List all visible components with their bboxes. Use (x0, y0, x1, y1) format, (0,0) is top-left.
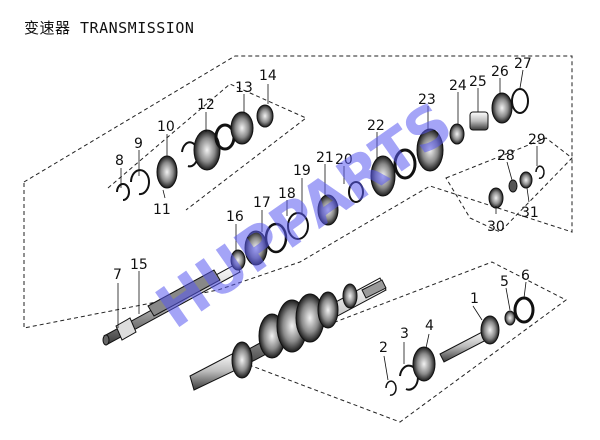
parts-right-subgroup (488, 165, 545, 209)
assembled-gear-cluster (189, 277, 387, 391)
callout-24: 24 (449, 78, 467, 94)
callout-8: 8 (115, 153, 124, 169)
callout-12: 12 (197, 97, 215, 113)
parts-input-group (116, 104, 274, 201)
parts-middle-group (230, 181, 364, 271)
leader-lines (117, 69, 538, 381)
callout-22: 22 (367, 118, 385, 134)
callout-labels: 1 2 3 4 5 6 7 8 9 10 11 12 13 14 15 16 1… (113, 56, 546, 356)
callout-14: 14 (259, 68, 277, 84)
callout-1: 1 (470, 291, 479, 307)
callout-17: 17 (253, 195, 271, 211)
callout-11: 11 (153, 202, 171, 218)
parts-upper-right-group (370, 88, 529, 197)
callout-29: 29 (528, 132, 546, 148)
callout-10: 10 (157, 119, 175, 135)
callout-31: 31 (521, 205, 539, 221)
callout-15: 15 (130, 257, 148, 273)
callout-9: 9 (134, 136, 143, 152)
callout-27: 27 (514, 56, 532, 72)
outline-output-group (234, 261, 567, 423)
callout-18: 18 (278, 186, 296, 202)
callout-21: 21 (316, 150, 334, 166)
callout-5: 5 (500, 274, 509, 290)
callout-13: 13 (235, 80, 253, 96)
callout-25: 25 (469, 74, 487, 90)
parts-output-group (385, 296, 535, 396)
callout-16: 16 (226, 209, 244, 225)
callout-28: 28 (497, 148, 515, 164)
callout-20: 20 (335, 152, 353, 168)
callout-3: 3 (400, 326, 409, 342)
callout-19: 19 (293, 163, 311, 179)
callout-30: 30 (487, 219, 505, 235)
callout-26: 26 (491, 64, 509, 80)
callout-4: 4 (425, 318, 434, 334)
page-title: 变速器 TRANSMISSION (24, 19, 195, 37)
main-shaft (102, 263, 241, 346)
callout-7: 7 (113, 267, 122, 283)
callout-2: 2 (379, 340, 388, 356)
outline-main-group (23, 55, 573, 329)
callout-6: 6 (521, 268, 530, 284)
callout-23: 23 (418, 92, 436, 108)
outline-subgroup-right (445, 137, 573, 233)
outline-input-shaft-group (107, 83, 307, 211)
